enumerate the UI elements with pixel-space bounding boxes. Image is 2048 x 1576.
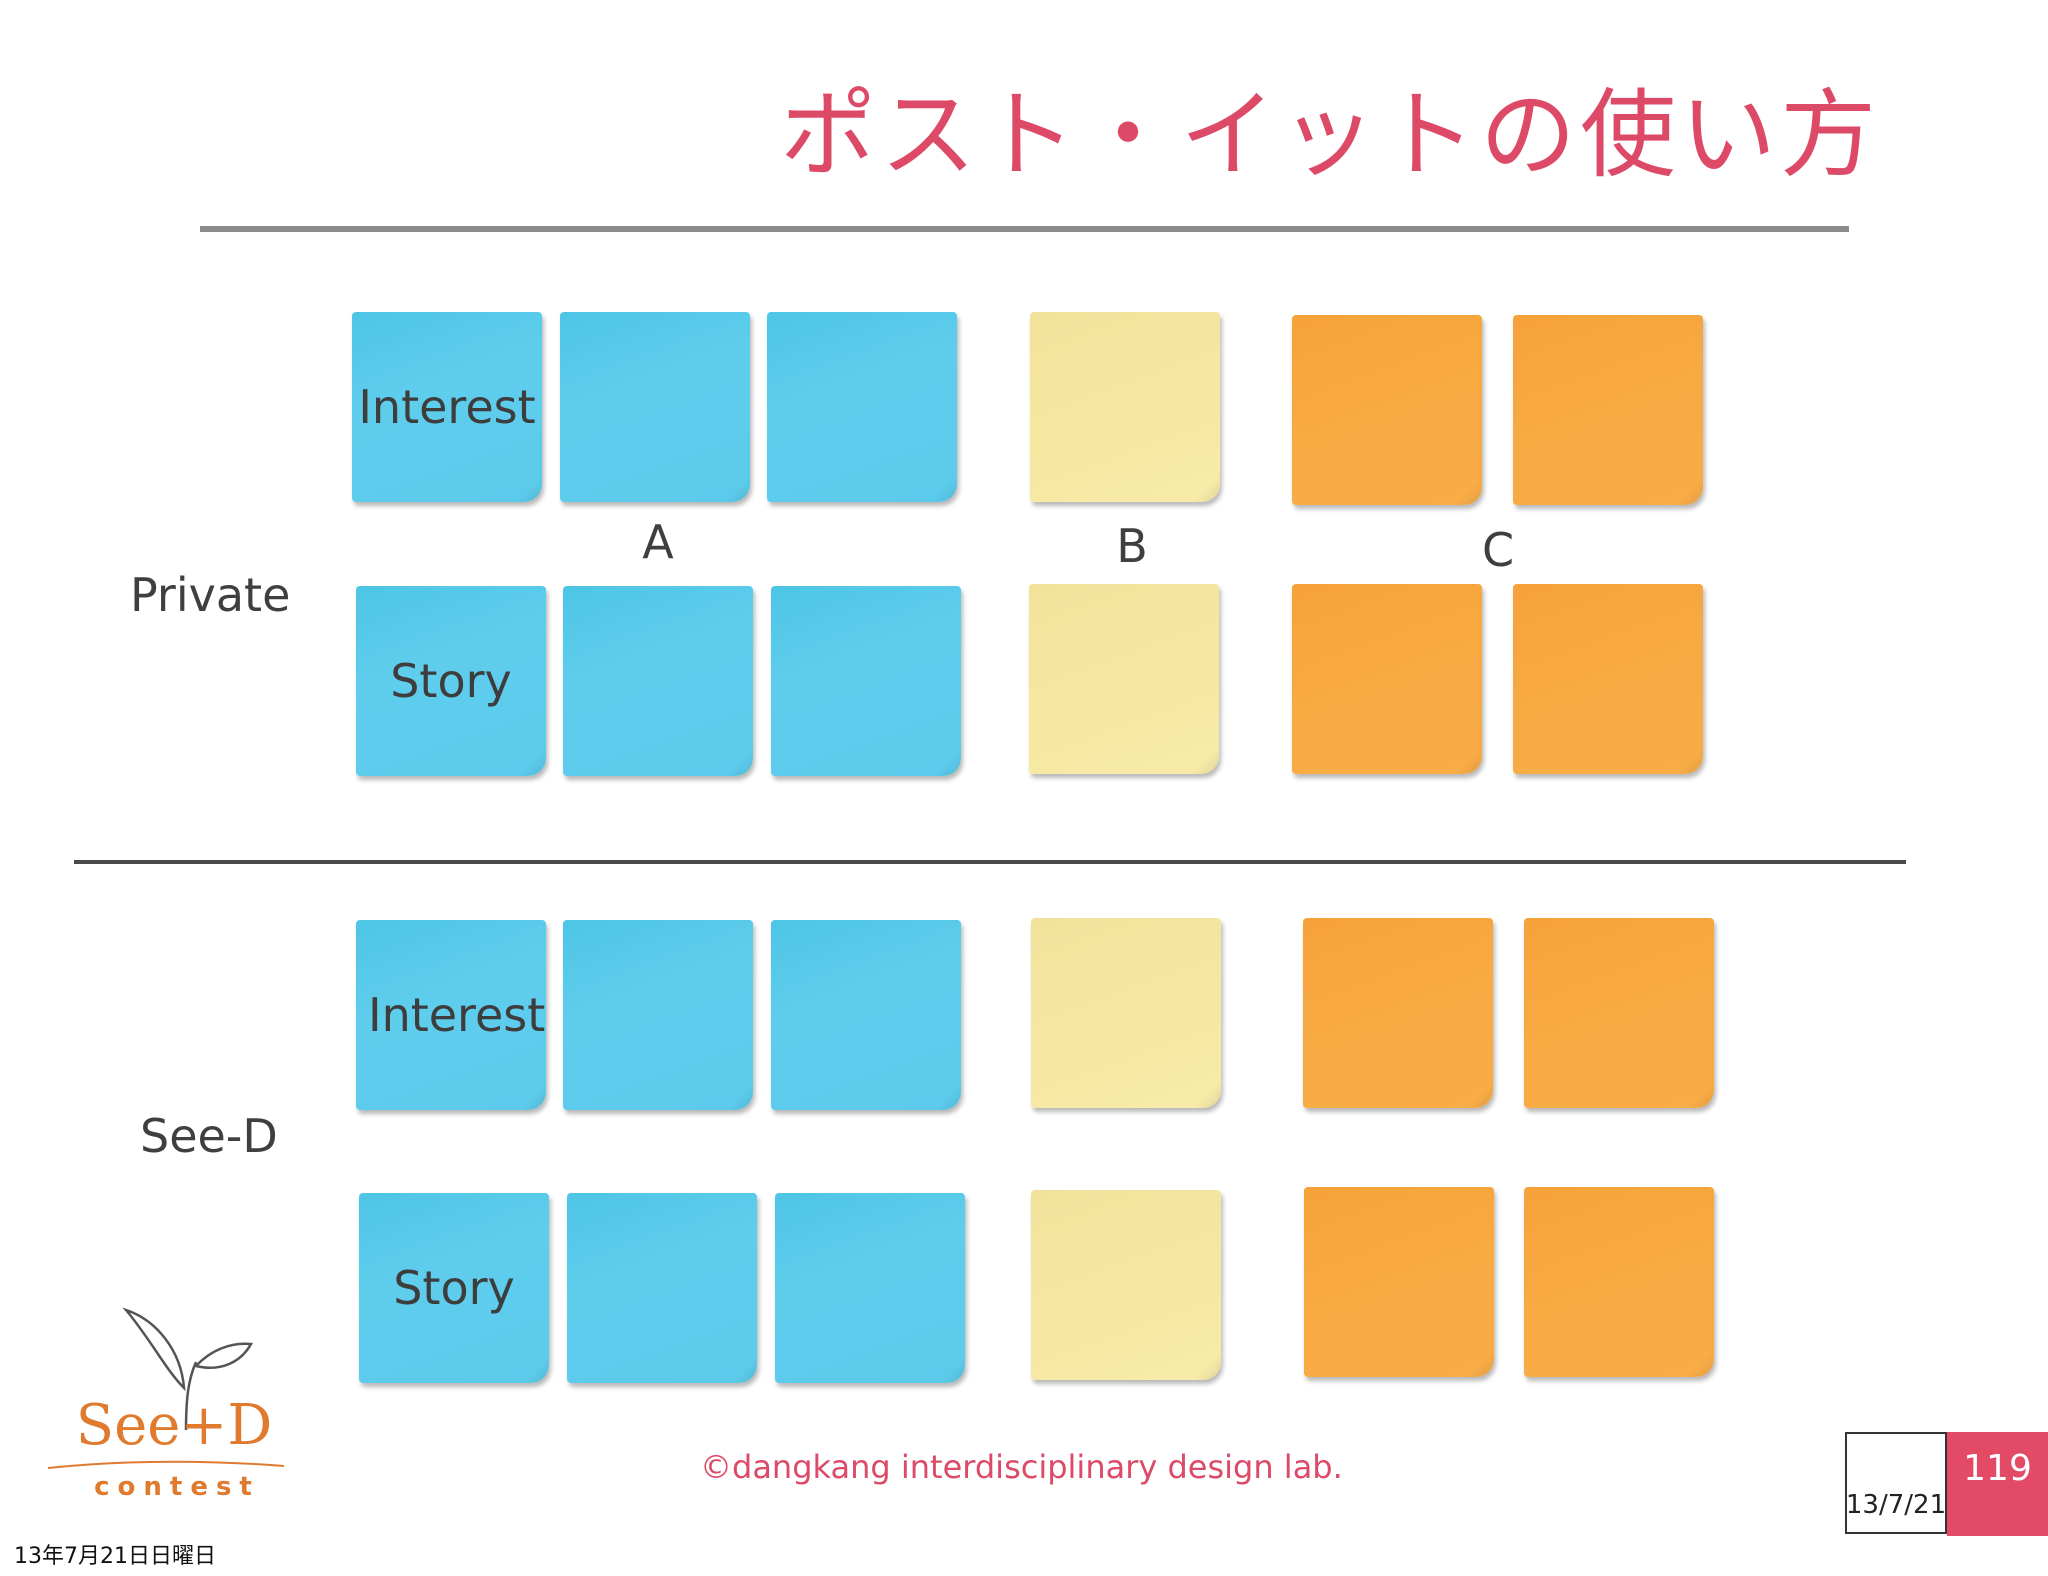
section-divider [74, 860, 1906, 864]
sticky-note-blue [767, 312, 957, 502]
logo-wordmark: See+D [75, 1393, 273, 1458]
title-divider [200, 226, 1849, 232]
sticky-note-blue [775, 1193, 965, 1383]
sticky-note-orange [1524, 1187, 1714, 1377]
group-label-c: C [1481, 523, 1515, 577]
group-label-b: B [1116, 519, 1148, 573]
sticky-note-orange [1524, 918, 1714, 1108]
sticky-note-orange [1304, 1187, 1494, 1377]
sticky-note-blue: Interest [352, 312, 542, 502]
sticky-note-orange [1513, 315, 1703, 505]
logo-subtitle: contest [94, 1472, 260, 1502]
group-label-a: A [642, 515, 674, 569]
see-d-contest-logo: See+D contest [36, 1300, 296, 1510]
sticky-note-blue [563, 586, 753, 776]
sticky-note-blue: Story [359, 1193, 549, 1383]
sticky-note-orange [1513, 584, 1703, 774]
slide-date: 13/7/21 [1845, 1432, 1947, 1534]
logo-swoosh [47, 1460, 285, 1469]
sticky-note-yellow [1030, 312, 1220, 502]
note-label-story: Story [390, 654, 512, 708]
row-label-seed: See-D [140, 1109, 278, 1163]
sticky-note-blue [560, 312, 750, 502]
sticky-note-orange [1292, 315, 1482, 505]
note-label-interest: Interest [358, 380, 536, 434]
row-label-private: Private [130, 568, 291, 622]
sticky-note-yellow [1031, 1190, 1221, 1380]
note-label-interest: Interest [368, 988, 546, 1042]
page-number-badge: 119 [1947, 1432, 2048, 1536]
date-stamp: 13年7月21日日曜日 [14, 1544, 216, 1569]
sticky-note-yellow [1031, 918, 1221, 1108]
sticky-note-blue: Interest [356, 920, 546, 1110]
copyright-text: ©dangkang interdisciplinary design lab. [700, 1448, 1343, 1486]
sticky-note-blue: Story [356, 586, 546, 776]
note-label-story: Story [393, 1261, 515, 1315]
sticky-note-blue [771, 920, 961, 1110]
sticky-note-blue [771, 586, 961, 776]
sticky-note-orange [1303, 918, 1493, 1108]
slide-title: ポスト・イットの使い方 [780, 79, 1880, 191]
sprout-icon [122, 1307, 254, 1430]
sticky-note-orange [1292, 584, 1482, 774]
sticky-note-yellow [1029, 584, 1219, 774]
sticky-note-blue [567, 1193, 757, 1383]
sticky-note-blue [563, 920, 753, 1110]
